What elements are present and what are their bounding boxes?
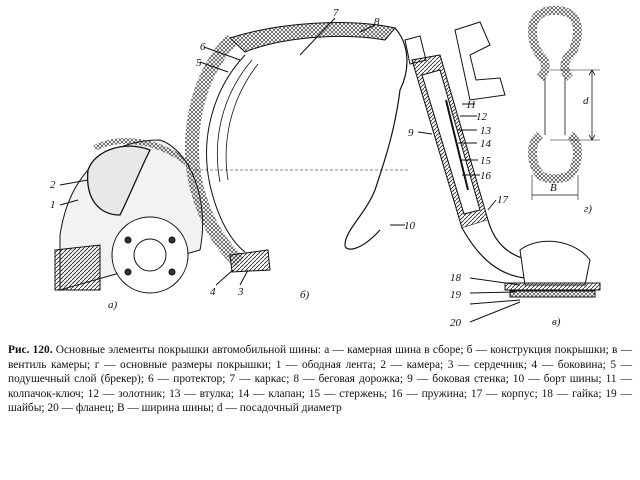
label-5: 5 xyxy=(196,57,202,69)
label-10: 10 xyxy=(404,220,416,232)
subfigure-c: в) xyxy=(552,316,561,328)
label-12: 12 xyxy=(476,111,488,123)
label-6: 6 xyxy=(200,41,206,53)
label-9: 9 xyxy=(408,127,414,139)
dimension-label-b: B xyxy=(550,182,557,194)
caption-text: Основные элементы покрышки автомобильной… xyxy=(8,344,632,415)
dimension-label-d: d xyxy=(583,95,589,107)
label-1: 1 xyxy=(50,199,56,211)
label-3: 3 xyxy=(237,286,244,298)
label-16: 16 xyxy=(480,170,492,182)
label-20: 20 xyxy=(450,317,462,329)
figure-caption: Рис. 120. Основные элементы покрышки авт… xyxy=(8,343,632,416)
wheel-assembly-drawing xyxy=(54,138,204,294)
label-11: 11 xyxy=(466,99,476,111)
caption-heading: Рис. 120. xyxy=(8,344,53,356)
valve-drawing xyxy=(404,21,601,323)
label-13: 13 xyxy=(480,125,492,137)
label-18: 18 xyxy=(450,272,462,284)
subfigure-b: б) xyxy=(300,289,310,301)
label-4: 4 xyxy=(210,286,216,298)
figure-illustration: 2 1 а) 6 5 7 8 10 4 3 б) xyxy=(50,5,601,329)
tire-construction-drawing xyxy=(184,17,410,286)
label-2: 2 xyxy=(50,179,56,191)
subfigure-d: г) xyxy=(584,203,592,215)
tire-dimensions-drawing xyxy=(528,5,600,200)
label-15: 15 xyxy=(480,155,492,167)
subfigure-a: а) xyxy=(108,299,118,311)
label-8: 8 xyxy=(374,16,380,28)
label-7: 7 xyxy=(333,7,339,19)
label-14: 14 xyxy=(480,138,492,150)
label-19: 19 xyxy=(450,289,462,301)
label-17: 17 xyxy=(497,194,509,206)
